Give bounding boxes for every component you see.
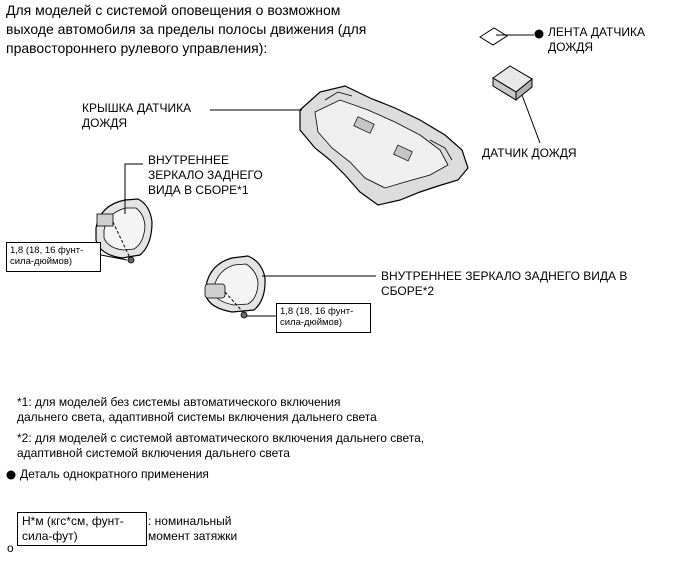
inner-mirror-2-part [204, 255, 376, 319]
torque-unit-description: : номинальный момент затяжки [148, 514, 238, 543]
single-use-note: Деталь однократного применения [20, 467, 209, 481]
rain-sensor-tape-part [479, 27, 534, 46]
footnote-1: *1: для моделей без системы автоматическ… [17, 395, 377, 424]
label-inner-mirror-2: ВНУТРЕННЕЕ ЗЕРКАЛО ЗАДНЕГО ВИДА В СБОРЕ*… [381, 269, 628, 298]
torque-box-mirror-2: 1,8 (18, 16 фунт- сила-дюймов) [276, 303, 371, 333]
corner-mark: o [7, 541, 14, 555]
torque-unit-box: Н*м (кгс*см, фунт- сила-фут) [17, 512, 147, 546]
single-use-dot-icon [534, 29, 544, 39]
label-rain-sensor-cover: КРЫШКА ДАТЧИКА ДОЖДЯ [82, 101, 192, 130]
label-rain-sensor: ДАТЧИК ДОЖДЯ [482, 146, 577, 160]
inner-mirror-1-part [95, 163, 153, 264]
rain-sensor-cover-part [210, 85, 469, 206]
rain-sensor-part [492, 65, 541, 144]
page-heading: Для моделей с системой оповещения о возм… [6, 2, 367, 56]
single-use-dot-icon [6, 470, 16, 480]
torque-box-mirror-1: 1,8 (18, 16 фунт- сила-дюймов) [6, 242, 101, 272]
label-inner-mirror-1: ВНУТРЕННЕЕ ЗЕРКАЛО ЗАДНЕГО ВИДА В СБОРЕ*… [148, 153, 263, 197]
label-rain-sensor-tape: ЛЕНТА ДАТЧИКА ДОЖДЯ [548, 25, 645, 54]
footnote-2: *2: для моделей с системой автоматическо… [17, 431, 425, 460]
